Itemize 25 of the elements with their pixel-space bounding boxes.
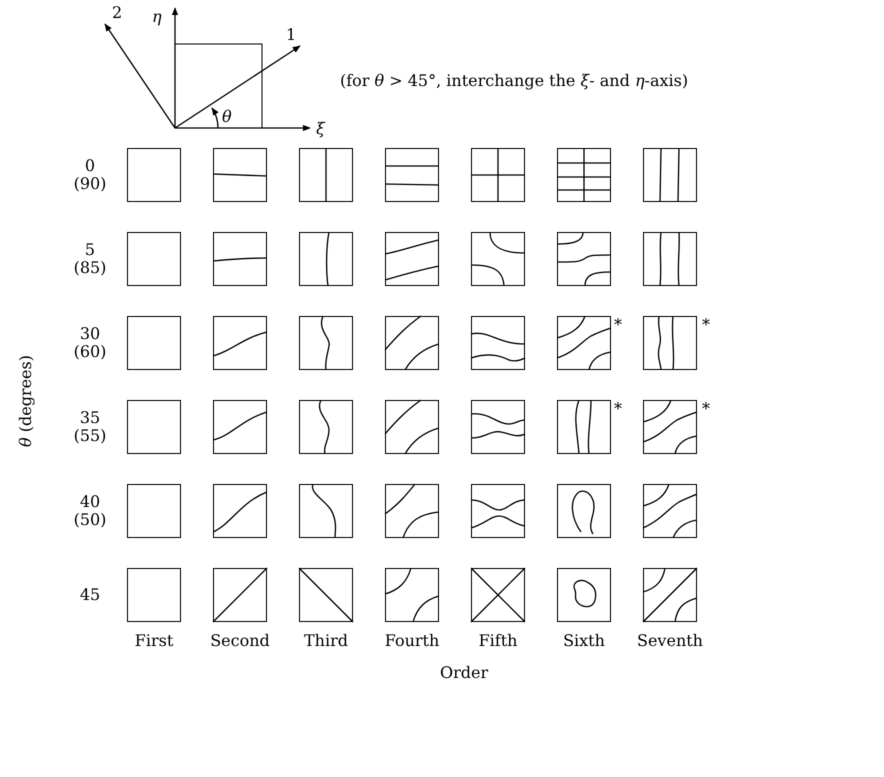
axis-title: θ (degrees) bbox=[16, 355, 35, 447]
column-label: Seventh bbox=[636, 632, 704, 650]
column-label: Second bbox=[209, 632, 271, 650]
row-label: 35 (55) bbox=[72, 409, 108, 445]
axis-label: 1 bbox=[286, 26, 296, 44]
row-label: 5 (85) bbox=[72, 241, 108, 277]
asterisk-mark: * bbox=[614, 316, 622, 334]
row-label: 0 (90) bbox=[72, 157, 108, 193]
asterisk-mark: * bbox=[702, 316, 710, 334]
column-label: Fourth bbox=[384, 632, 440, 650]
angle-label: θ bbox=[222, 108, 232, 126]
row-label: 30 (60) bbox=[72, 325, 108, 361]
asterisk-mark: * bbox=[614, 400, 622, 418]
column-label: Sixth bbox=[562, 632, 606, 650]
note-text: (for θ > 45°, interchange the ξ- and η-axis) bbox=[340, 72, 688, 90]
axis-label: η bbox=[152, 8, 162, 26]
row-label: 40 (50) bbox=[72, 493, 108, 529]
asterisk-mark: * bbox=[702, 400, 710, 418]
column-label: First bbox=[134, 632, 174, 650]
axis-title: Order bbox=[440, 664, 488, 682]
axis-label: 2 bbox=[112, 4, 122, 22]
column-label: Third bbox=[303, 632, 349, 650]
axis-label: ξ bbox=[316, 120, 325, 138]
column-label: Fifth bbox=[478, 632, 518, 650]
row-label: 45 bbox=[78, 586, 102, 604]
